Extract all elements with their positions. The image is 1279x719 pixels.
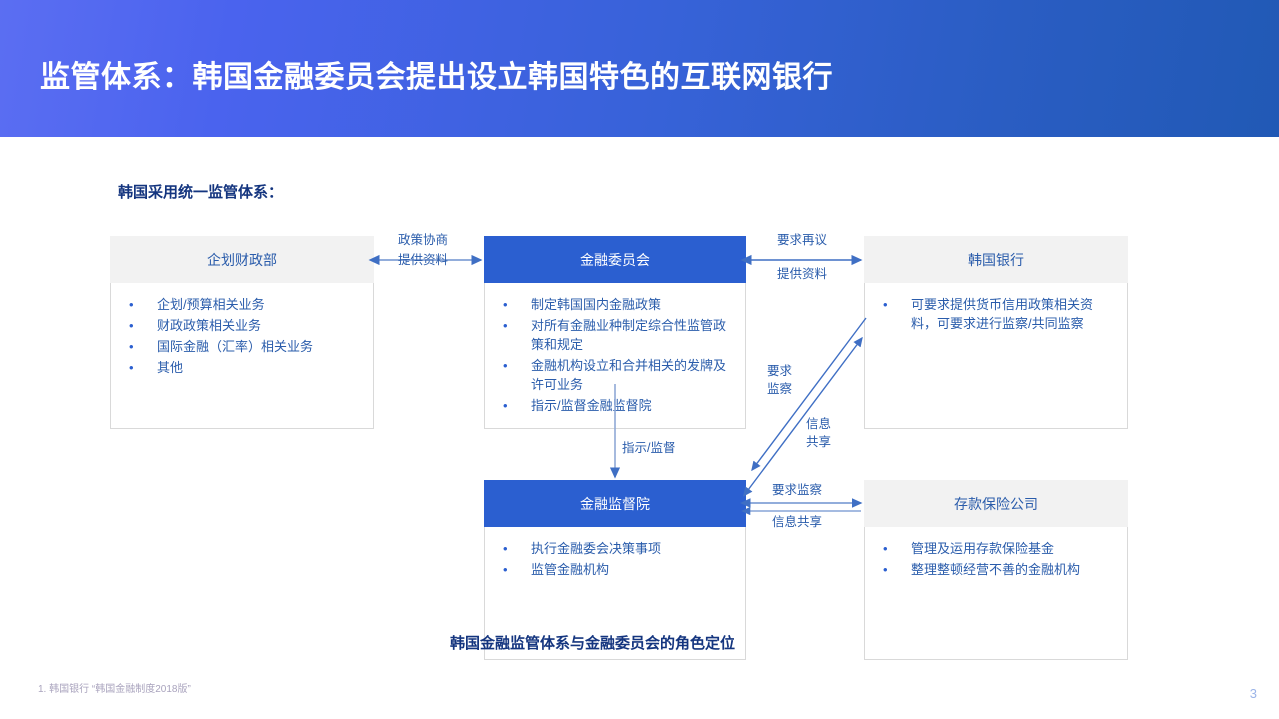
- connector-label-policy-consult: 政策协商: [398, 233, 449, 247]
- list-item: 可要求提供货币信用政策相关资料，可要求进行监察/共同监察: [875, 295, 1117, 333]
- header-band: 监管体系：韩国金融委员会提出设立韩国特色的互联网银行: [0, 0, 1279, 137]
- node-bok-title: 韩国银行: [864, 236, 1128, 283]
- page-number: 3: [1249, 686, 1257, 701]
- list-item: 金融机构设立和合并相关的发牌及许可业务: [495, 356, 735, 394]
- list-item: 企划/预算相关业务: [121, 295, 363, 314]
- node-kdic-body: 管理及运用存款保险基金 整理整顿经营不善的金融机构: [864, 527, 1128, 660]
- node-fsc-body: 制定韩国国内金融政策 对所有金融业种制定综合性监管政策和规定 金融机构设立和合并…: [484, 283, 746, 429]
- list-item: 制定韩国国内金融政策: [495, 295, 735, 314]
- list-item: 执行金融委会决策事项: [495, 539, 735, 558]
- connector-label-info-sharing-line2: 共享: [806, 435, 832, 449]
- list-item: 指示/监督金融监督院: [495, 396, 735, 415]
- node-mosf-title: 企划财政部: [110, 236, 374, 283]
- list-item: 其他: [121, 358, 363, 377]
- connector-label-instruct-supervise: 指示/监督: [622, 441, 676, 455]
- node-fss: 金融监督院 执行金融委会决策事项 监管金融机构: [484, 480, 746, 660]
- node-fsc: 金融委员会 制定韩国国内金融政策 对所有金融业种制定综合性监管政策和规定 金融机…: [484, 236, 746, 429]
- connector-label-info-sharing-line1: 信息: [806, 417, 832, 431]
- connector-fss-bok-share: [742, 336, 863, 497]
- connector-label-provide-data-2: 提供资料: [777, 267, 828, 281]
- node-fss-body: 执行金融委会决策事项 监管金融机构: [484, 527, 746, 660]
- page-title: 监管体系：韩国金融委员会提出设立韩国特色的互联网银行: [40, 61, 833, 94]
- node-fss-title: 金融监督院: [484, 480, 746, 527]
- node-kdic-bullets: 管理及运用存款保险基金 整理整顿经营不善的金融机构: [875, 539, 1117, 579]
- connector-label-info-sharing: 信息 共享: [806, 415, 831, 451]
- connector-label-request-inspection-line2: 监察: [767, 382, 793, 396]
- list-item: 国际金融（汇率）相关业务: [121, 337, 363, 356]
- node-fss-bullets: 执行金融委会决策事项 监管金融机构: [495, 539, 735, 579]
- connector-label-info-sharing-2: 信息共享: [772, 515, 823, 529]
- section-subtitle: 韩国采用统一监管体系：: [118, 184, 284, 201]
- list-item: 管理及运用存款保险基金: [875, 539, 1117, 558]
- list-item: 监管金融机构: [495, 560, 735, 579]
- connector-label-provide-data-1: 提供资料: [398, 253, 449, 267]
- node-mosf-body: 企划/预算相关业务 财政政策相关业务 国际金融（汇率）相关业务 其他: [110, 283, 374, 429]
- list-item: 对所有金融业种制定综合性监管政策和规定: [495, 316, 735, 354]
- node-bok: 韩国银行 可要求提供货币信用政策相关资料，可要求进行监察/共同监察: [864, 236, 1128, 429]
- node-mosf-bullets: 企划/预算相关业务 财政政策相关业务 国际金融（汇率）相关业务 其他: [121, 295, 363, 377]
- connector-label-request-inspection: 要求 监察: [767, 362, 792, 398]
- footnote: 1. 韩国银行 “韩国金融制度2018版”: [38, 684, 191, 695]
- connector-label-request-review: 要求再议: [777, 233, 828, 247]
- node-bok-bullets: 可要求提供货币信用政策相关资料，可要求进行监察/共同监察: [875, 295, 1117, 333]
- connector-label-request-inspection-2: 要求监察: [772, 483, 823, 497]
- connector-label-request-inspection-line1: 要求: [767, 364, 793, 378]
- node-fsc-title: 金融委员会: [484, 236, 746, 283]
- node-bok-body: 可要求提供货币信用政策相关资料，可要求进行监察/共同监察: [864, 283, 1128, 429]
- node-kdic-title: 存款保险公司: [864, 480, 1128, 527]
- node-fsc-bullets: 制定韩国国内金融政策 对所有金融业种制定综合性监管政策和规定 金融机构设立和合并…: [495, 295, 735, 415]
- diagram-caption: 韩国金融监管体系与金融委员会的角色定位: [450, 635, 736, 652]
- node-mosf: 企划财政部 企划/预算相关业务 财政政策相关业务 国际金融（汇率）相关业务 其他: [110, 236, 374, 429]
- list-item: 整理整顿经营不善的金融机构: [875, 560, 1117, 579]
- list-item: 财政政策相关业务: [121, 316, 363, 335]
- node-kdic: 存款保险公司 管理及运用存款保险基金 整理整顿经营不善的金融机构: [864, 480, 1128, 660]
